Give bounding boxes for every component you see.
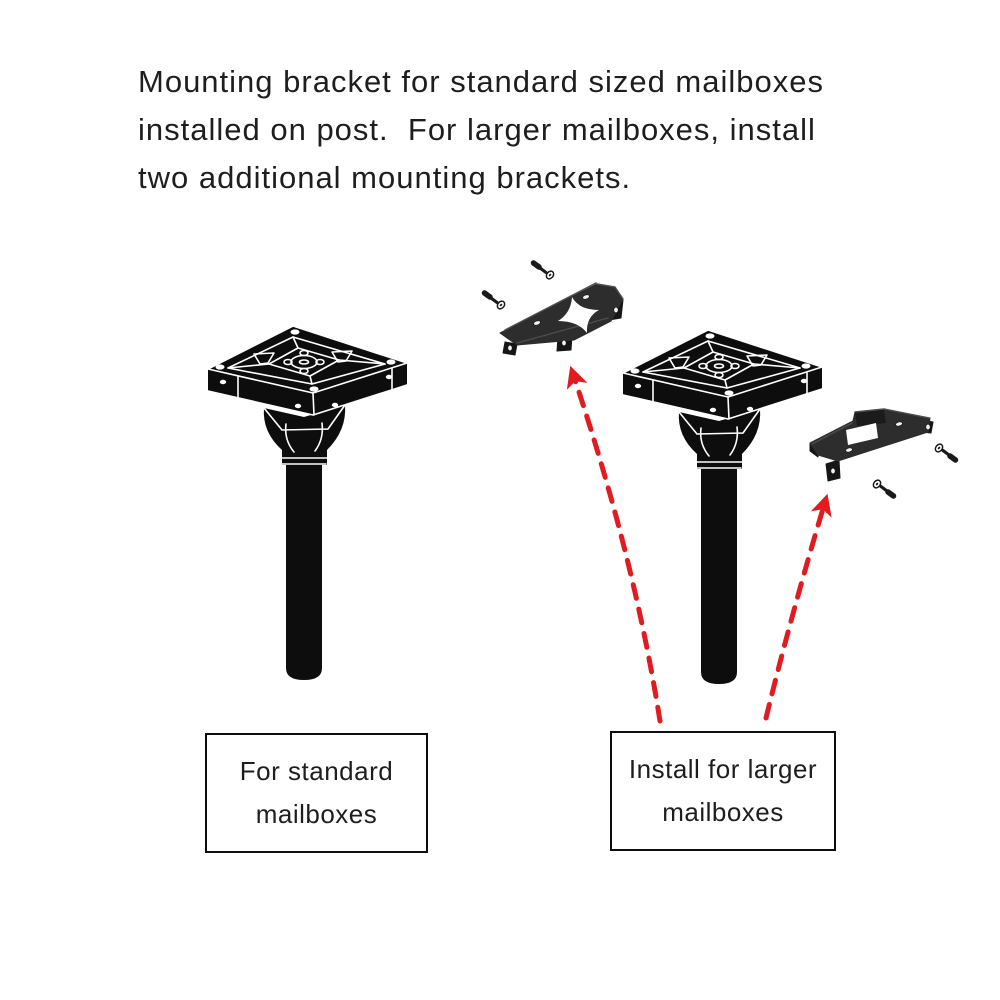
larger-mailbox-caption-box: Install for larger mailboxes <box>610 731 836 851</box>
larger-post-illustration <box>622 329 823 685</box>
screw-icon <box>485 293 507 310</box>
headline: Mounting bracket for standard sized mail… <box>138 58 968 202</box>
top-mounting-bracket <box>485 263 624 356</box>
screw-icon <box>934 443 956 460</box>
caption-line: For standard <box>239 756 394 786</box>
arrow-to-right-bracket <box>763 493 832 721</box>
caption-line: mailboxes <box>662 797 784 827</box>
screw-icon <box>872 479 894 496</box>
headline-line-3: two additional mounting brackets. <box>138 160 632 195</box>
caption-line: mailboxes <box>255 799 378 829</box>
right-mounting-bracket <box>809 408 956 496</box>
headline-line-1: Mounting bracket for standard sized mail… <box>138 64 824 99</box>
caption-line: Install for larger <box>628 754 818 784</box>
headline-line-2: installed on post. For larger mailboxes,… <box>138 112 816 147</box>
arrow-to-top-bracket <box>566 365 663 724</box>
screw-icon <box>534 263 556 280</box>
standard-post-illustration <box>207 325 408 681</box>
standard-mailbox-caption-box: For standard mailboxes <box>205 733 428 853</box>
